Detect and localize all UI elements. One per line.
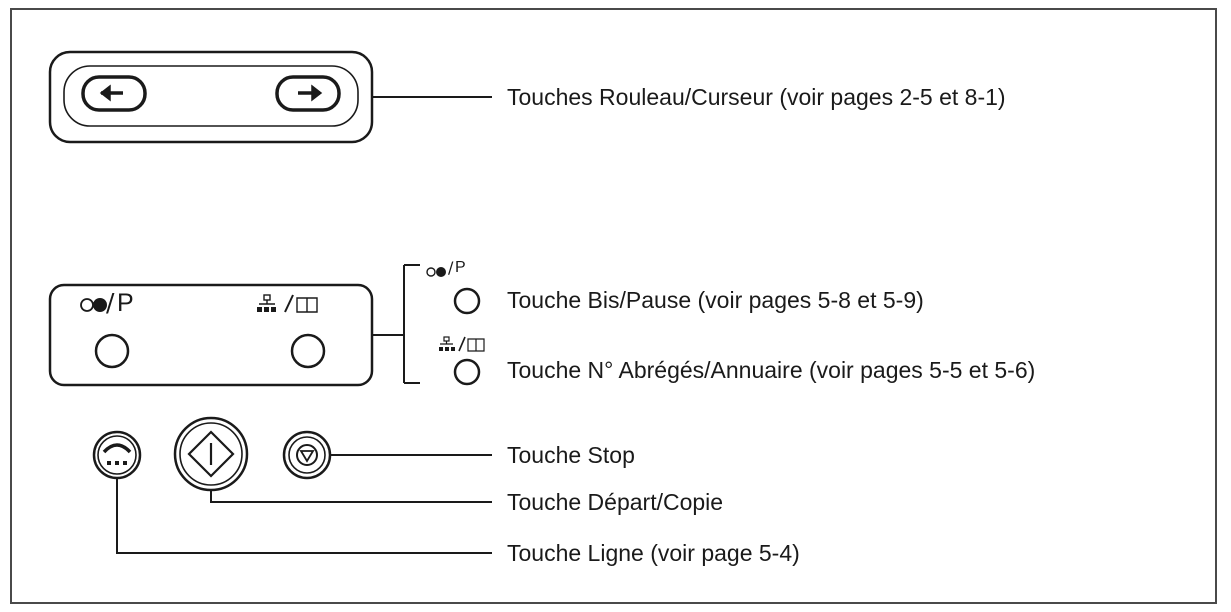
redial-small-marking: P (455, 259, 466, 276)
label-redial-pause: Touche Bis/Pause (voir pages 5-8 et 5-9) (507, 287, 924, 313)
label-line: Touche Ligne (voir page 5-4) (507, 540, 800, 566)
label-scroll-cursor: Touches Rouleau/Curseur (voir pages 2-5 … (507, 84, 1006, 110)
redial-small-separator: / (448, 258, 454, 277)
start-diamond-icon (187, 430, 235, 478)
leader-start-copy (210, 490, 492, 503)
handset-line-icon (102, 443, 132, 465)
redial-pause-small-key (453, 287, 481, 315)
redial-pause-icon (80, 298, 107, 312)
right-arrow-icon (298, 84, 323, 102)
speed-dial-directory-small-key (453, 358, 481, 386)
diagram-frame (10, 8, 1217, 604)
redial-small-icon (426, 267, 446, 277)
redial-pause-separator: / (106, 288, 115, 317)
start-copy-key[interactable] (173, 416, 249, 492)
scroll-key-inner-frame (63, 65, 359, 127)
label-speed-dial-directory: Touche N° Abrégés/Annuaire (voir pages 5… (507, 357, 1036, 383)
stop-key[interactable] (282, 430, 332, 480)
right-scroll-key[interactable] (275, 75, 341, 112)
left-scroll-key[interactable] (81, 75, 147, 112)
speed-dial-small-icon (439, 336, 485, 352)
speed-dial-directory-key[interactable] (290, 333, 326, 369)
leader-function-keys (372, 264, 420, 384)
speed-dial-directory-icon (257, 294, 318, 313)
stop-icon (296, 444, 318, 466)
line-key[interactable] (92, 430, 142, 480)
redial-pause-key-marking: P (117, 289, 134, 317)
left-arrow-icon (99, 84, 123, 102)
label-stop: Touche Stop (507, 442, 635, 468)
leader-line (116, 478, 492, 554)
label-start-copy: Touche Départ/Copie (507, 489, 724, 515)
redial-pause-key[interactable] (94, 333, 130, 369)
